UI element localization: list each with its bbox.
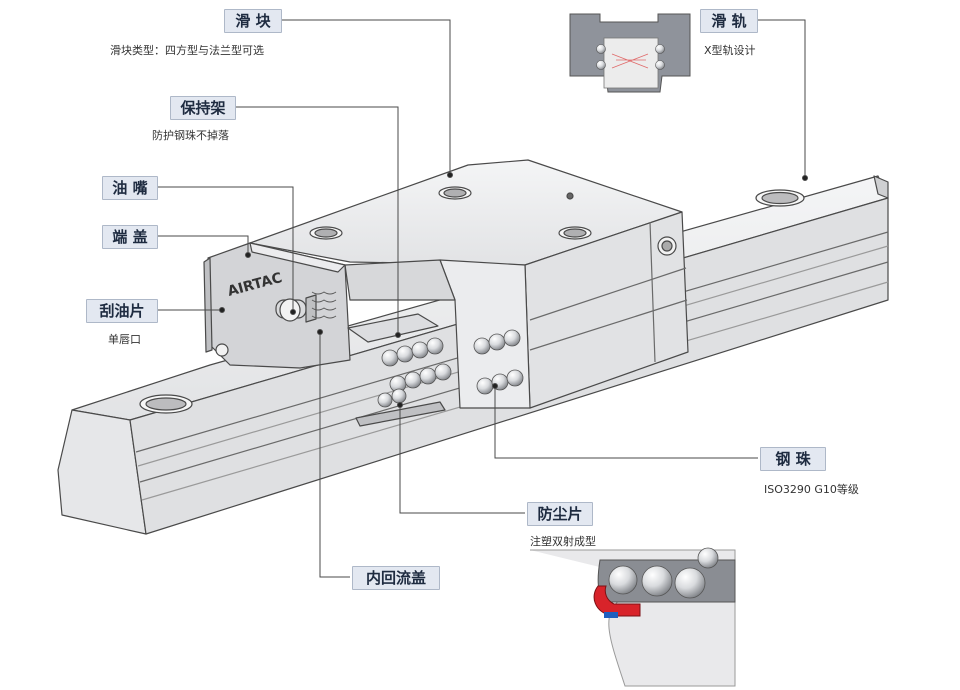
grease-nipple-label: 油 嘴 [102, 176, 158, 200]
end-cap-label: 端 盖 [102, 225, 158, 249]
rail-label: 滑 轨 [700, 9, 758, 33]
scraper-label: 刮油片 [86, 299, 158, 323]
leader-lines [158, 19, 808, 578]
dust-seal-desc: 注塑双射成型 [530, 535, 596, 548]
slider-desc: 滑块类型：四方型与法兰型可选 [110, 44, 264, 57]
rail-section-inset [569, 13, 691, 93]
dust-seal-label: 防尘片 [527, 502, 593, 526]
slider-label: 滑 块 [224, 9, 282, 33]
return-cap-label: 内回流盖 [352, 566, 440, 590]
scraper-desc: 单唇口 [108, 333, 141, 346]
steel-ball-desc: ISO3290 G10等级 [764, 483, 859, 496]
slider-block [203, 159, 689, 427]
rail-desc: X型轨设计 [704, 44, 756, 57]
dust-seal-inset [530, 547, 736, 687]
retainer-desc: 防护钢珠不掉落 [152, 129, 229, 142]
steel-balls [377, 329, 524, 408]
steel-ball-label: 钢 珠 [760, 447, 826, 471]
retainer-label: 保持架 [170, 96, 236, 120]
